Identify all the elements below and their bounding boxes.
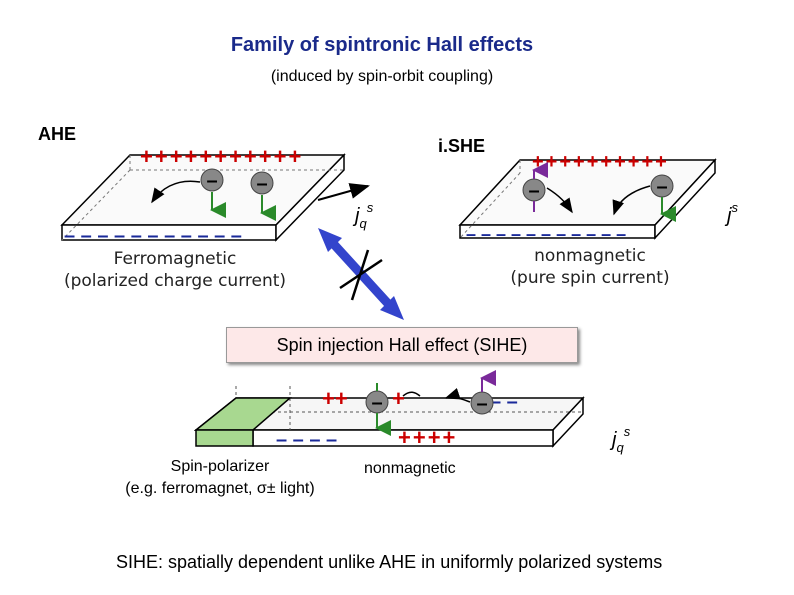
ishe-plus-row: ++++++++++ [532, 151, 669, 173]
spin-polarizer-caption: Spin-polarizer (e.g. ferromagnet, σ± lig… [90, 456, 350, 500]
ishe-current-label: js [724, 200, 738, 227]
svg-text:–: – [206, 170, 217, 192]
page-title: Family of spintronic Hall effects [230, 34, 534, 56]
svg-text:–: – [528, 180, 539, 202]
ahe-minus-row: – – – – – – – – – – – [64, 225, 242, 247]
spin-polarizer-block [193, 397, 293, 447]
ishe-deflection-arrow-1 [546, 187, 573, 214]
ishe-label: i.SHE [438, 136, 486, 156]
sihe-title-box: Spin injection Hall effect (SIHE) [226, 327, 578, 363]
ahe-current-label: jqs [352, 200, 374, 231]
sihe-plus-top-2: + [392, 386, 405, 411]
ahe-label: AHE [38, 124, 77, 144]
svg-text:–: – [371, 392, 382, 414]
ahe-material-caption: Ferromagnetic (polarized charge current) [40, 248, 310, 292]
sihe-electron-1: – [365, 383, 391, 436]
svg-text:–: – [476, 393, 487, 415]
ahe-current-arrow [317, 183, 370, 201]
page-subtitle: (induced by spin-orbit coupling) [270, 68, 494, 85]
sihe-connector-arrow [402, 391, 421, 397]
ahe-deflection-arrow [151, 180, 201, 204]
sihe-minus-bottom: – – – – [276, 429, 337, 451]
sihe-nonmagnetic-label: nonmagnetic [364, 460, 456, 477]
sihe-electron-2: – [470, 370, 496, 415]
sihe-current-label: jqs [609, 424, 631, 455]
ishe-material-line2: (pure spin current) [510, 268, 670, 288]
ishe-deflection-arrow-2 [612, 185, 651, 216]
ahe-plus-row: +++++++++++ [140, 144, 303, 169]
sihe-plus-bottom: ++++ [398, 425, 457, 450]
svg-text:–: – [256, 173, 267, 195]
ahe-material-line2: (polarized charge current) [63, 271, 287, 291]
ishe-material-caption: nonmagnetic (pure spin current) [495, 245, 685, 289]
sihe-minus-top: – – [490, 391, 518, 413]
sihe-plus-top: ++ [322, 386, 348, 411]
ahe-electron-2: – [250, 171, 276, 221]
ishe-material-line1: nonmagnetic [534, 246, 646, 266]
sihe-deflection-arrow [444, 388, 471, 403]
ahe-material-line1: Ferromagnetic [113, 249, 237, 269]
spin-polarizer-line2: (e.g. ferromagnet, σ± light) [125, 480, 315, 497]
svg-text:–: – [656, 176, 667, 198]
footer-note: SIHE: spatially dependent unlike AHE in … [116, 552, 663, 572]
crossed-double-arrow [318, 228, 404, 320]
spin-polarizer-line1: Spin-polarizer [170, 458, 270, 475]
ishe-minus-row: – – – – – – – – – – – [466, 224, 626, 244]
ishe-electron-1: – [522, 162, 548, 212]
ishe-electron-2: – [650, 174, 676, 222]
ahe-electron-1: – [200, 168, 226, 218]
